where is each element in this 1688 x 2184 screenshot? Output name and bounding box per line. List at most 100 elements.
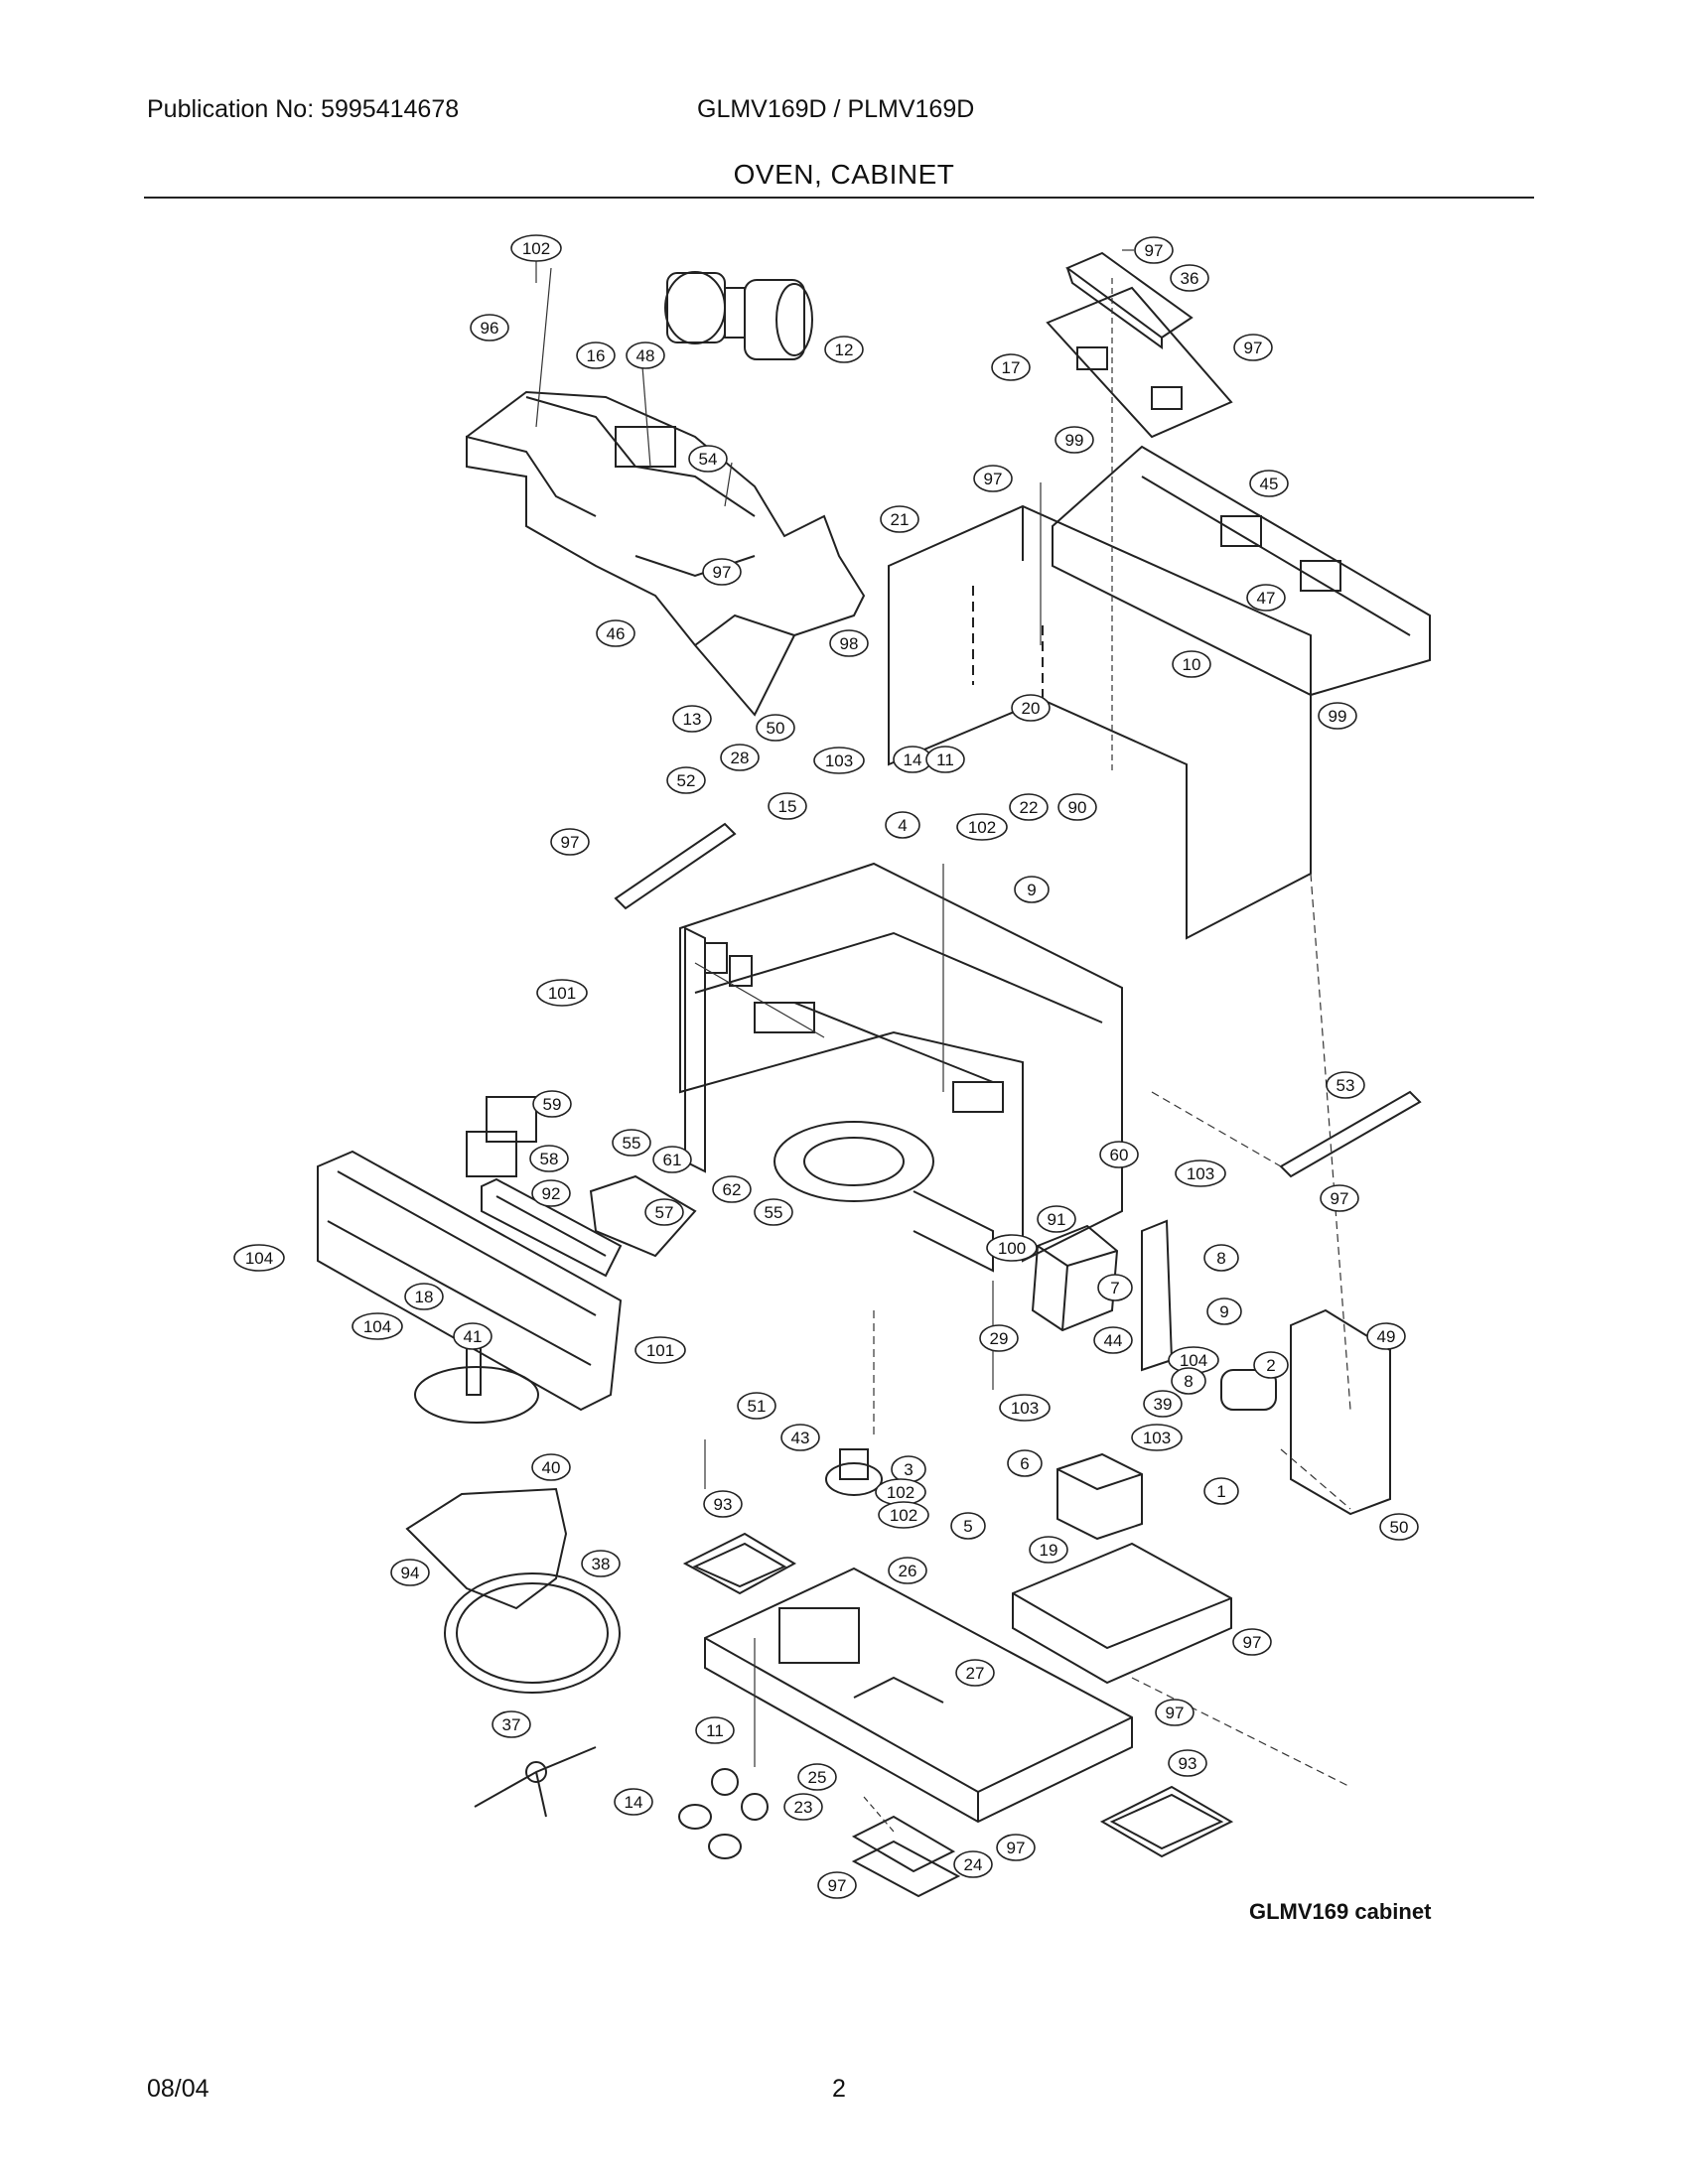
callout-label: 36	[1181, 269, 1199, 288]
callout-bubble	[1171, 1367, 1206, 1395]
callout-bubble	[1029, 1536, 1068, 1564]
diagram-caption: GLMV169 cabinet	[1249, 1899, 1432, 1924]
callout-bubble	[1097, 1274, 1133, 1301]
callout-10: 10	[1172, 650, 1211, 678]
back-bracket	[1052, 445, 1431, 697]
callout-bubble	[1253, 1351, 1289, 1379]
callout-label: 5	[963, 1517, 972, 1536]
callout-label: 13	[683, 710, 702, 729]
callout-bubble	[783, 1793, 823, 1821]
callout-bubble	[470, 314, 509, 341]
callout-bubble	[1172, 650, 1211, 678]
turntable-tray	[405, 1487, 568, 1610]
callout-103: 103	[813, 747, 865, 774]
callout-15: 15	[768, 792, 807, 820]
callout-bubble	[956, 813, 1008, 841]
base-plate	[704, 1567, 1133, 1824]
callout-label: 58	[540, 1150, 559, 1168]
callout-bubble	[780, 1424, 820, 1451]
callout-label: 103	[1187, 1164, 1214, 1183]
callout-label: 59	[543, 1095, 562, 1114]
callout-bubble	[536, 979, 588, 1007]
callout-48: 48	[626, 341, 665, 369]
callout-label: 23	[794, 1798, 813, 1817]
callout-36: 36	[1170, 264, 1209, 292]
callout-bubble	[888, 1557, 927, 1584]
callout-5: 5	[950, 1512, 986, 1540]
callout-label: 39	[1154, 1395, 1173, 1414]
callout-label: 3	[904, 1460, 913, 1479]
stirrer-motor	[825, 1448, 883, 1496]
callout-label: 104	[363, 1317, 391, 1336]
callout-label: 12	[835, 341, 854, 359]
callout-104: 104	[352, 1312, 403, 1340]
callout-label: 104	[245, 1249, 273, 1268]
callout-label: 19	[1040, 1541, 1058, 1560]
grille	[481, 1177, 623, 1278]
callout-label: 1	[1216, 1482, 1225, 1501]
callout-bubble	[1011, 694, 1051, 722]
callout-bubble	[531, 1453, 571, 1481]
callout-99: 99	[1055, 426, 1094, 454]
callout-bubble	[1246, 584, 1286, 612]
callout-bubble	[532, 1090, 572, 1118]
callout-label: 46	[607, 624, 626, 643]
callout-bubble	[720, 744, 760, 771]
transformer	[1056, 1452, 1143, 1541]
callout-20: 20	[1011, 694, 1051, 722]
callout-label: 97	[713, 563, 732, 582]
callout-21: 21	[880, 505, 919, 533]
blower-motor	[664, 271, 813, 360]
callout-94: 94	[390, 1559, 430, 1586]
callout-label: 50	[767, 719, 785, 738]
callout-bubble	[576, 341, 616, 369]
callout-label: 37	[502, 1715, 521, 1734]
callout-bubble	[233, 1244, 285, 1272]
callout-label: 102	[890, 1506, 917, 1525]
callout-bubble	[626, 341, 665, 369]
callout-59: 59	[532, 1090, 572, 1118]
callout-54: 54	[688, 445, 728, 473]
callout-25: 25	[797, 1763, 837, 1791]
callout-bubble	[880, 505, 919, 533]
callout-label: 97	[1243, 1633, 1262, 1652]
callout-bubble	[1143, 1390, 1183, 1418]
callout-29: 29	[979, 1324, 1019, 1352]
callout-7: 7	[1097, 1274, 1133, 1301]
callout-46: 46	[596, 619, 635, 647]
callout-bubble	[953, 1850, 993, 1878]
callout-102: 102	[510, 234, 562, 262]
callout-11: 11	[925, 746, 965, 773]
callout-bubble	[1009, 793, 1049, 821]
callout-label: 47	[1257, 589, 1276, 608]
callout-label: 55	[623, 1134, 641, 1153]
callout-label: 10	[1183, 655, 1201, 674]
callout-label: 51	[748, 1397, 767, 1416]
callout-44: 44	[1093, 1326, 1133, 1354]
callout-label: 97	[561, 833, 580, 852]
callout-label: 97	[1166, 1704, 1185, 1722]
callout-41: 41	[453, 1322, 492, 1350]
callout-label: 22	[1020, 798, 1039, 817]
callout-bubble	[991, 353, 1031, 381]
callout-label: 97	[984, 470, 1003, 488]
callout-bubble	[666, 766, 706, 794]
control-panel-frame	[684, 926, 753, 1173]
callout-16: 16	[576, 341, 616, 369]
callout-label: 25	[808, 1768, 827, 1787]
callout-97: 97	[1320, 1184, 1359, 1212]
fuse-bracket	[1141, 1219, 1174, 1372]
callout-97: 97	[1232, 1628, 1272, 1656]
callout-52: 52	[666, 766, 706, 794]
callout-bubble	[1206, 1297, 1242, 1325]
callout-label: 97	[828, 1876, 847, 1895]
callout-label: 45	[1260, 475, 1279, 493]
callout-label: 93	[714, 1495, 733, 1514]
callout-bubble	[737, 1392, 776, 1420]
callout-label: 8	[1184, 1372, 1193, 1391]
callout-97: 97	[1233, 334, 1273, 361]
callout-23: 23	[783, 1793, 823, 1821]
callout-label: 93	[1179, 1754, 1197, 1773]
callout-label: 20	[1022, 699, 1041, 718]
callout-bubble	[596, 619, 635, 647]
